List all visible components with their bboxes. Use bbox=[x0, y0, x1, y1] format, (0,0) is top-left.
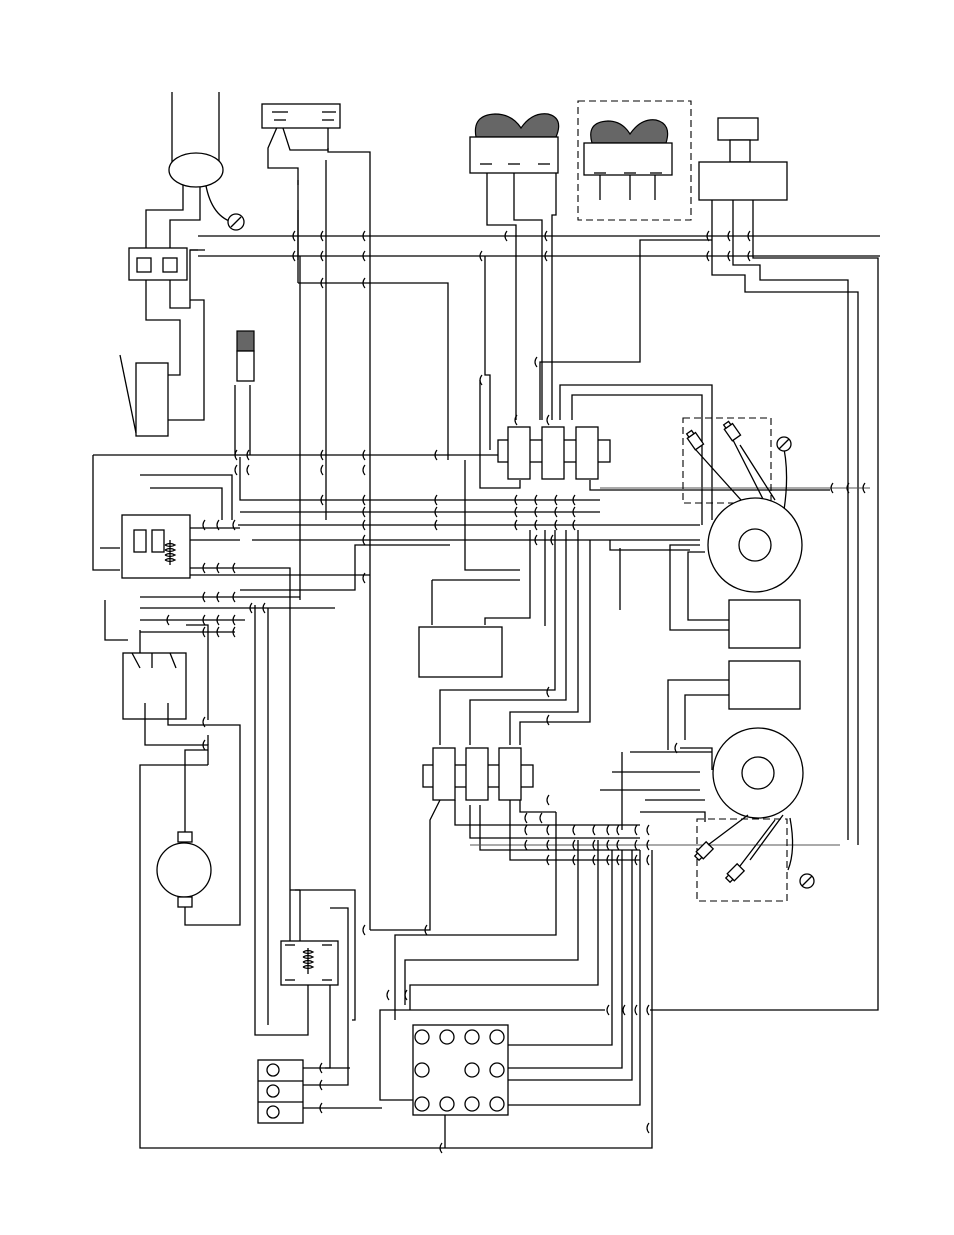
wire-hop bbox=[535, 357, 537, 367]
wire-hop bbox=[607, 825, 609, 835]
heater-icon bbox=[470, 114, 559, 173]
ground-screw-icon bbox=[228, 214, 244, 230]
lamp-icon bbox=[237, 331, 254, 381]
wire-hop bbox=[617, 825, 619, 835]
wire-hop bbox=[647, 825, 649, 835]
wire-hop bbox=[647, 1123, 649, 1133]
wire-hop bbox=[540, 813, 542, 823]
optional-heater-icon bbox=[578, 101, 691, 220]
wire-hop bbox=[247, 465, 249, 475]
wire-hop bbox=[547, 715, 549, 725]
wire-hop bbox=[525, 825, 527, 835]
wire-hop bbox=[647, 855, 649, 865]
thermostat-terminal-icon bbox=[262, 104, 340, 128]
wire-hop bbox=[525, 813, 527, 823]
thermostat-switch-icon bbox=[123, 653, 186, 719]
relay-coil-icon bbox=[281, 941, 338, 985]
fuse-strip-lower-icon bbox=[423, 748, 533, 800]
motor-icon bbox=[157, 832, 211, 907]
wire-hop bbox=[235, 465, 237, 475]
wire-hop bbox=[607, 1005, 609, 1015]
wire-hop bbox=[593, 825, 595, 835]
wire-hop bbox=[387, 990, 389, 1000]
wire-hop bbox=[647, 1005, 649, 1015]
wire-hop bbox=[547, 795, 549, 805]
wire-hop bbox=[547, 825, 549, 835]
wire-hop bbox=[363, 465, 365, 475]
wire-hop bbox=[480, 375, 482, 385]
wire-hop bbox=[635, 825, 637, 835]
rotary-switch-icon bbox=[699, 118, 787, 200]
wire-hop bbox=[547, 687, 549, 697]
wire-hop bbox=[547, 415, 549, 425]
wire-hop bbox=[321, 465, 323, 475]
wire-hop bbox=[635, 1005, 637, 1015]
wire-hop bbox=[363, 925, 365, 935]
door-switch-icon bbox=[120, 355, 168, 436]
timer-switch-icon bbox=[122, 515, 190, 578]
control-module-icon bbox=[419, 627, 502, 677]
connector-icon bbox=[413, 1025, 508, 1115]
wire-hop bbox=[623, 1005, 625, 1015]
wire-hop bbox=[573, 825, 575, 835]
terminal-block-icon bbox=[129, 248, 187, 280]
wire-hop bbox=[405, 990, 407, 1000]
capacitor-icon bbox=[729, 600, 800, 709]
plug-icon bbox=[169, 153, 223, 187]
fuse-strip-upper-icon bbox=[498, 427, 610, 479]
terminal-block-3-icon bbox=[258, 1060, 303, 1123]
